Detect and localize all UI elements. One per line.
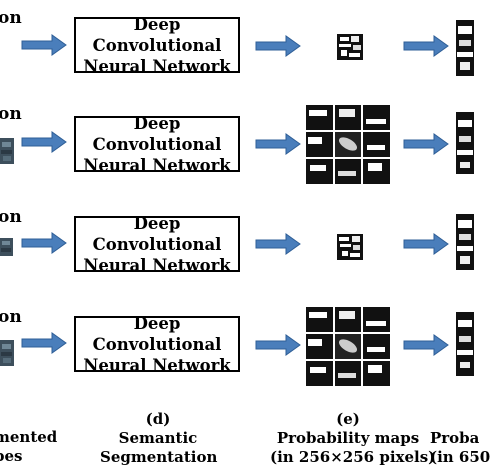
row4-input-image-fragment [0,340,14,366]
row3-arrow-b-icon [255,233,301,255]
row2-input-image-fragment [0,138,14,164]
row1-box-line2: Neural Network [83,56,231,76]
caption-col-e: (e) Probability maps (in 256×256 pixels) [270,410,436,467]
caption-col-f-line1: Proba [430,429,480,447]
row3-final-probability-map [456,214,474,270]
row1-final-probability-map [456,20,474,76]
row4-arrow-b-icon [255,334,301,356]
row4-dcnn-box: Deep Convolutional Neural Network [74,313,240,375]
caption-col-c-line2: pes [0,447,23,465]
row4-arrow-c-icon [403,334,449,356]
caption-col-e-label: (e) [336,410,360,428]
row3-box-line1: Deep Convolutional [92,213,222,254]
row1-left-text-fragment: on [0,8,22,28]
row1-arrow-b-icon [255,35,301,57]
row1-box-line1: Deep Convolutional [92,14,222,55]
row2-final-probability-map [456,112,474,174]
row1-arrow-a-icon [21,34,67,56]
row2-box-line1: Deep Convolutional [92,113,222,154]
caption-col-f: Proba (in 650 [430,429,490,467]
caption-col-d: (d) Semantic Segmentation [100,410,218,467]
caption-col-e-line1: Probability maps [276,429,420,447]
caption-col-c-line1: mented [0,428,58,446]
row4-tiled-probability-maps [306,307,390,386]
row4-arrow-a-icon [21,332,67,354]
row2-tiled-probability-maps [306,105,390,184]
caption-col-d-label: (d) [145,410,171,428]
row4-final-probability-map [456,312,474,376]
row3-small-probability-map [337,234,363,260]
row2-arrow-b-icon [255,133,301,155]
figure-canvas: { "rows": [ { "left_fragment": "on", "bo… [0,8,490,467]
row1-dcnn-box: Deep Convolutional Neural Network [74,14,240,76]
row1-arrow-c-icon [403,35,449,57]
row1-small-probability-map [337,34,363,60]
row4-left-text-fragment: on [0,307,22,327]
row3-arrow-c-icon [403,233,449,255]
caption-col-d-line1: Semantic [118,429,198,447]
row2-arrow-a-icon [21,131,67,153]
caption-col-e-line2: (in 256×256 pixels) [270,448,436,466]
row3-arrow-a-icon [21,232,67,254]
row2-arrow-c-icon [403,133,449,155]
row2-box-line2: Neural Network [83,155,231,175]
caption-col-d-line2: Segmentation [100,448,218,466]
row3-box-line2: Neural Network [83,255,231,275]
row2-dcnn-box: Deep Convolutional Neural Network [74,113,240,175]
row3-input-image-fragment [0,238,13,256]
row2-left-text-fragment: on [0,104,22,124]
caption-col-f-line2: (in 650 [430,448,490,466]
row3-dcnn-box: Deep Convolutional Neural Network [74,213,240,275]
row4-box-line1: Deep Convolutional [92,313,222,354]
row3-left-text-fragment: on [0,207,22,227]
caption-col-c: mented pes [0,428,57,466]
row4-box-line2: Neural Network [83,355,231,375]
